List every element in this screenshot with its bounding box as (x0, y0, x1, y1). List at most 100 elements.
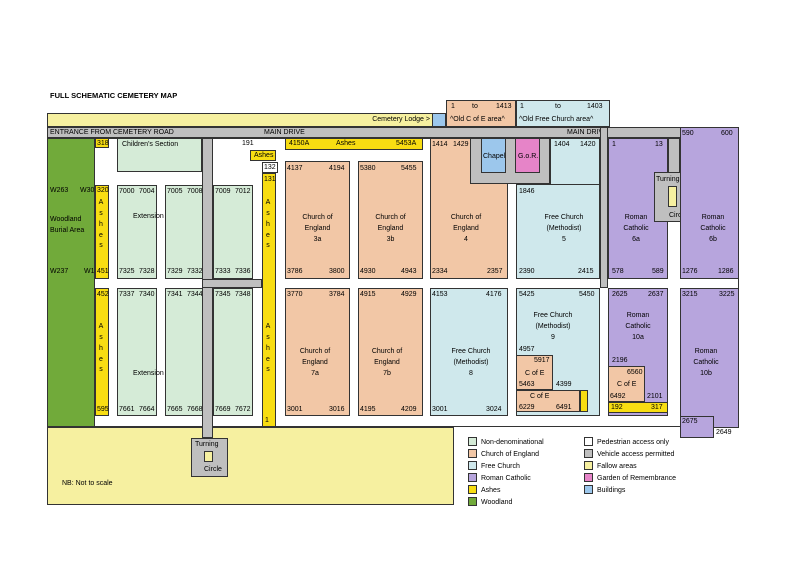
old-fc-to: 1403 (587, 103, 603, 110)
section-7b-code: 7b (383, 370, 391, 378)
section-6b-tl: 590 (682, 130, 694, 137)
plot-w237: W237 (50, 268, 69, 275)
section-10a-bl: 2196 (612, 357, 628, 364)
ashes-small (250, 150, 276, 161)
legend-swatch (468, 461, 477, 470)
ashes-small-label: Ashes (254, 152, 274, 159)
plot-7325: 7325 (119, 268, 135, 275)
old-fc-from: 1 (520, 103, 524, 110)
section-6a-code: 6a (632, 236, 640, 244)
section-6b-br: 1286 (718, 268, 734, 275)
section-6a-name2: Catholic (623, 225, 649, 233)
section-4-tl: 1414 (432, 141, 448, 148)
section-6b-name1: Roman (701, 214, 725, 221)
section-8-name2: (Methodist) (453, 359, 489, 367)
section-3b-code: 3b (386, 236, 395, 244)
plot-7004: 7004 (139, 188, 155, 195)
legend-label: Ashes (481, 487, 501, 494)
section-10b-code: 10b (700, 370, 712, 378)
old-ce-area (446, 100, 516, 127)
section-10a-name2: Catholic (625, 323, 651, 331)
extension-label-bottom: Extension (133, 370, 164, 377)
legend-swatch (468, 449, 477, 458)
section-9-ce-b (516, 390, 580, 412)
section-6a-name1: Roman (624, 214, 648, 221)
section-10a-code: 10a (632, 334, 644, 342)
plot-191: 191 (242, 140, 254, 147)
section-5-tl2: 1846 (519, 188, 535, 195)
section-10b-name2: Catholic (693, 359, 719, 367)
section-3a-bl: 3786 (287, 268, 303, 275)
section-5-bl: 2390 (519, 268, 535, 275)
plot-7665: 7665 (167, 406, 183, 413)
legend-swatch (468, 437, 477, 446)
legend-label: Pedestrian access only (597, 439, 669, 446)
section-8-code: 8 (469, 370, 473, 378)
plot-7341: 7341 (167, 291, 183, 298)
plot-7661: 7661 (119, 406, 135, 413)
section-9-name1: Free Church (533, 312, 573, 319)
section-6a-tr: 13 (655, 141, 663, 148)
section-6b-code: 6b (709, 236, 717, 244)
page-title: FULL SCHEMATIC CEMETERY MAP (50, 91, 178, 100)
turning-marker-bottom (204, 451, 213, 462)
plot-1-ashes: 1 (265, 417, 269, 424)
plot-7333: 7333 (215, 268, 231, 275)
section-3a-name2: England (304, 225, 331, 233)
section-7b-br: 4209 (401, 406, 417, 413)
section-9-code: 9 (551, 334, 555, 342)
section-3b-tl: 5380 (360, 165, 376, 172)
section-3a (285, 161, 350, 279)
legend-label: Woodland (481, 499, 513, 506)
legend-swatch (584, 449, 593, 458)
section-4-br: 2357 (487, 268, 503, 275)
childrens-section (117, 138, 202, 172)
section-9-ce-b-br: 6491 (556, 404, 572, 411)
section-9-name2: (Methodist) (535, 323, 571, 331)
section-10b-name: Roman Catholic 10b (680, 346, 732, 380)
section-4-name: Church of England 4 (430, 212, 502, 246)
section-7a-name2: England (302, 359, 328, 367)
section-4-code: 4 (464, 236, 468, 244)
section-9-tr: 5450 (579, 291, 595, 298)
section-10a-ce-tr: 6560 (627, 369, 643, 376)
section-10b-name1: Roman (694, 348, 718, 355)
legend-swatch (584, 485, 593, 494)
plot-7009: 7009 (215, 188, 231, 195)
section-7b-name2: England (374, 359, 400, 367)
section-10a-name1: Roman (626, 312, 650, 319)
legend-label: Free Church (481, 463, 520, 470)
nd-block-bottom-b (165, 288, 205, 416)
section-3b-bl: 4930 (360, 268, 376, 275)
plot-w263: W263 (50, 187, 69, 194)
plot-7329: 7329 (167, 268, 183, 275)
legend-label: Church of England (481, 451, 539, 458)
turning-label-top: Turning (656, 176, 680, 183)
woodland-burial-area (47, 138, 95, 427)
old-fc-area (516, 100, 610, 127)
section-3a-br: 3800 (329, 268, 345, 275)
legend-label: Roman Catholic (481, 475, 531, 482)
section-4-tr: 1429 (453, 141, 469, 148)
section-5-tr: 1420 (580, 141, 596, 148)
section-7b-tl: 4915 (360, 291, 376, 298)
section-7a-code: 7a (311, 370, 319, 378)
section-3b-name2: England (377, 225, 404, 233)
chapel (481, 138, 506, 173)
section-9-ce-a-bl: 5463 (519, 381, 535, 388)
section-5-name: Free Church (Methodist) 5 (516, 212, 612, 246)
section-8-br: 3024 (486, 406, 502, 413)
extension-label-top: Extension (133, 213, 164, 220)
legend-label: Vehicle access permitted (597, 451, 675, 458)
section-3a-name: Church of England 3a (285, 212, 350, 246)
section-10a-ce-name: C of E (617, 381, 637, 388)
section-3a-name1: Church of (302, 214, 333, 221)
section-7b (358, 288, 423, 416)
section-3b (358, 161, 423, 279)
section-7a-bl: 3001 (287, 406, 303, 413)
section-6b-tr: 600 (721, 130, 733, 137)
plot-7672: 7672 (235, 406, 251, 413)
